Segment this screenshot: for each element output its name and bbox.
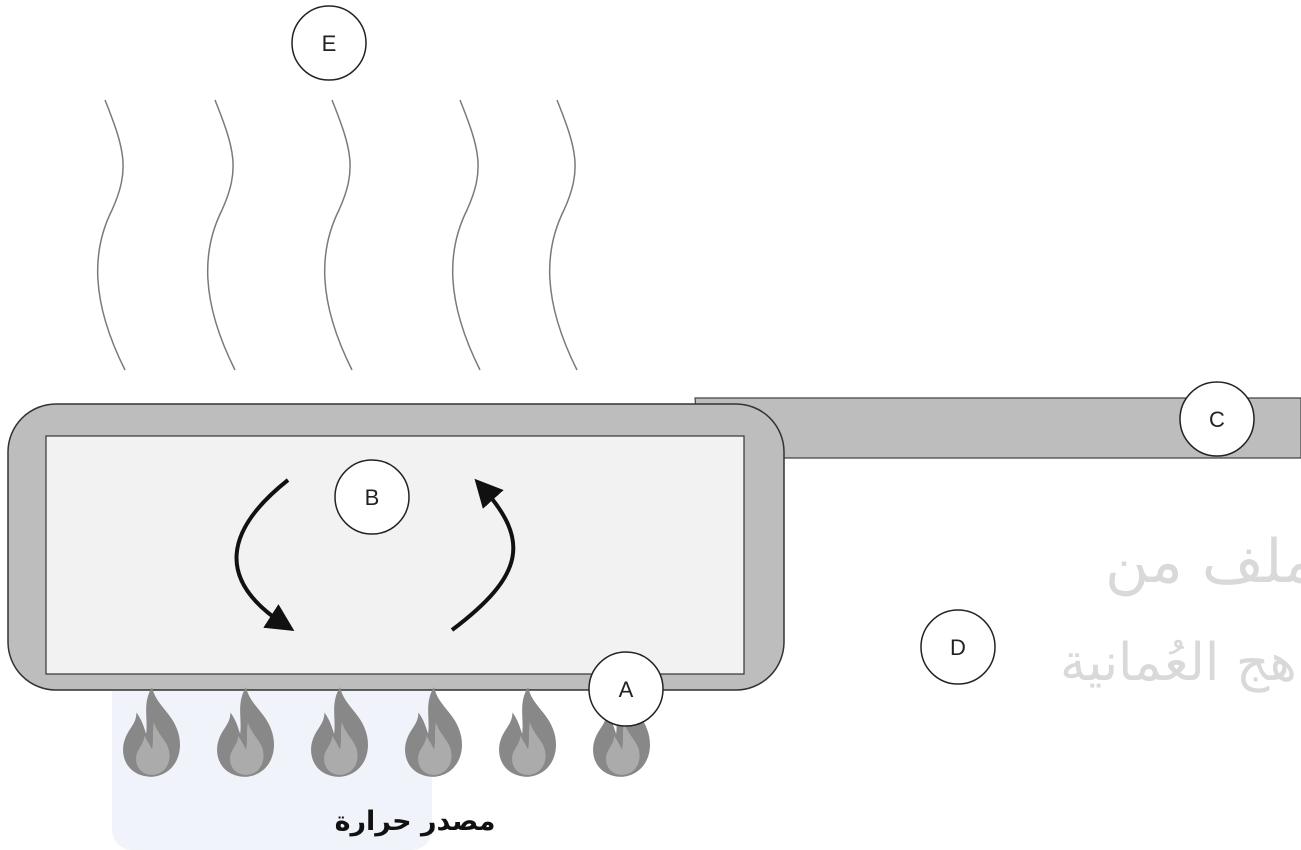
svg-text:C: C	[1209, 407, 1225, 432]
label-c: C	[1179, 381, 1255, 457]
steam-line	[96, 99, 126, 371]
watermark-line-1: تم تحميل هذا الملف من	[1105, 527, 1301, 597]
arrow-down	[234, 478, 295, 632]
label-a: A	[588, 651, 664, 727]
label-e: E	[291, 5, 367, 81]
steam-line	[206, 99, 236, 371]
arrow-up	[450, 478, 516, 632]
convection-arrows	[234, 478, 516, 632]
label-d: D	[920, 609, 996, 685]
pan	[7, 403, 785, 691]
heat-source-caption: مصدر حرارة	[334, 806, 496, 837]
flame-icon	[499, 687, 556, 777]
svg-text:E: E	[322, 31, 337, 56]
steam-line	[323, 99, 353, 371]
svg-text:A: A	[619, 677, 634, 702]
steam-line	[548, 99, 578, 371]
steam-lines	[96, 99, 578, 371]
svg-text:B: B	[365, 485, 380, 510]
svg-text:D: D	[950, 635, 966, 660]
steam-line	[451, 99, 481, 371]
label-b: B	[334, 459, 410, 535]
watermark-line-2: موقع المناهج العُمانية	[1060, 633, 1301, 693]
